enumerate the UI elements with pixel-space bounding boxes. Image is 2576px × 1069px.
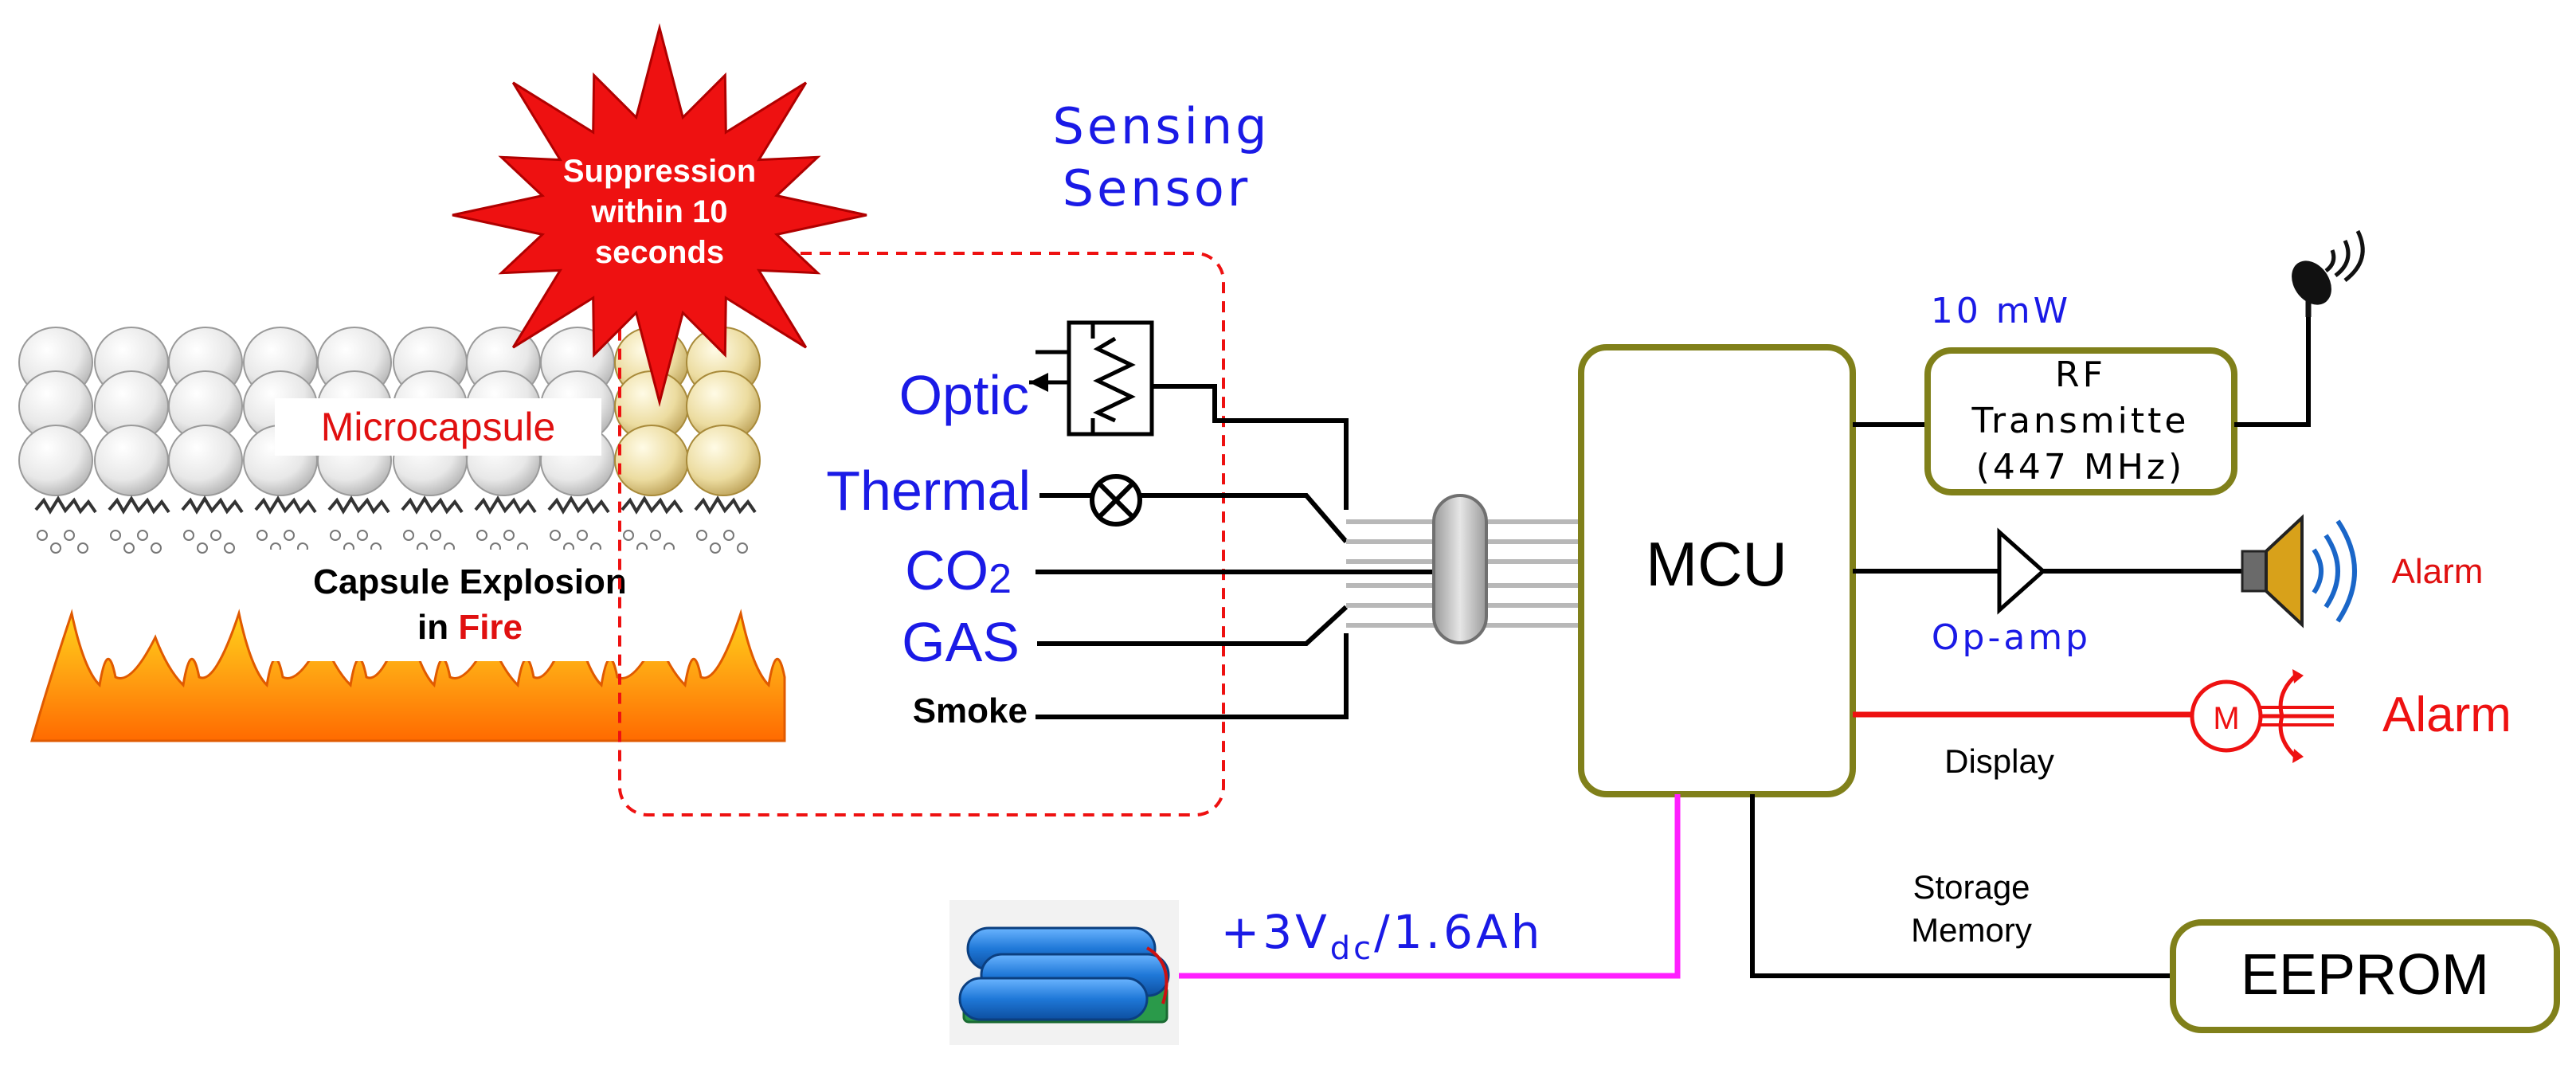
storage-line1: Storage	[1912, 868, 2030, 906]
rf-power-label: 10 mW	[1931, 291, 2071, 331]
opamp-label: Op-amp	[1932, 617, 2091, 658]
battery-power-wire	[1177, 794, 1681, 979]
rf-line1: RF	[2055, 354, 2106, 395]
debris-cluster	[401, 495, 464, 515]
debris-particle	[577, 530, 588, 541]
eeprom-label: EEPROM	[2241, 943, 2489, 1007]
eeprom-block	[2170, 919, 2560, 1033]
debris-cluster	[181, 495, 244, 515]
debris-particle	[123, 542, 135, 554]
battery-label: +3Vdc/1.6Ah	[1221, 905, 1544, 967]
debris-particle	[50, 542, 61, 554]
mcu-eeprom-wire	[1750, 794, 2173, 978]
microcapsule	[18, 425, 93, 496]
motor-label: M	[2213, 701, 2239, 736]
thermal-sensor-symbol	[1039, 474, 1142, 527]
rf-line3: (447 MHz)	[1976, 447, 2185, 488]
debris-particle	[64, 530, 75, 541]
sensing-sensor-region	[618, 252, 1225, 816]
optic-sensor-symbol	[1029, 320, 1154, 437]
debris-particle	[503, 530, 515, 541]
debris-cluster	[254, 495, 317, 515]
debris-particle	[723, 530, 734, 541]
sensor-label-co2: CO2	[905, 539, 1012, 602]
rf-line2: Transmitte	[1971, 401, 2190, 441]
debris-particle	[256, 530, 268, 541]
burst-line3: seconds	[595, 235, 724, 270]
sensor-label-thermal: Thermal	[826, 460, 1031, 522]
microcapsule	[686, 425, 761, 496]
debris-particle	[623, 530, 634, 541]
debris-particle	[210, 530, 221, 541]
debris-particle	[650, 530, 661, 541]
sensor-label-optic: Optic	[899, 364, 1029, 426]
motor-alarm-label: Alarm	[2382, 687, 2511, 742]
microcapsule-label: Microcapsule	[321, 405, 556, 449]
explosion-text-line1: Capsule Explosion	[313, 562, 627, 601]
cable-connector	[1432, 494, 1488, 644]
explosion-text-line2: in Fire	[417, 608, 523, 647]
explosion-text-fire: Fire	[458, 608, 523, 647]
debris-particle	[151, 542, 162, 554]
debris-cluster	[34, 495, 97, 515]
mcu-label: MCU	[1646, 529, 1787, 599]
microcapsule	[168, 425, 243, 496]
debris-particle	[77, 542, 88, 554]
sensing-title-line2: Sensor	[1063, 159, 1251, 217]
debris-particle	[224, 542, 235, 554]
explosion-text-in: in	[417, 608, 448, 647]
debris-particle	[197, 542, 208, 554]
rf-transmitter-block	[1924, 347, 2237, 495]
debris-cluster	[474, 495, 537, 515]
rf-antenna-wire	[2234, 315, 2311, 427]
sensor-wires	[1035, 384, 1442, 719]
debris-particle	[696, 530, 707, 541]
debris-particles	[34, 495, 757, 554]
debris-particle	[137, 530, 148, 541]
motor-alarm-icon: M	[2190, 669, 2334, 763]
debris-cluster	[694, 495, 757, 515]
suppression-burst: Suppression within 10 seconds	[452, 23, 867, 407]
debris-particle	[737, 542, 748, 554]
burst-line1: Suppression	[563, 154, 756, 189]
debris-particle	[37, 530, 48, 541]
debris-particle	[476, 530, 487, 541]
debris-particle	[183, 530, 194, 541]
opamp-symbol	[1997, 527, 2046, 615]
explosion-text-bg	[263, 550, 677, 661]
debris-particle	[357, 530, 368, 541]
debris-cluster	[547, 495, 610, 515]
debris-cluster	[327, 495, 390, 515]
microcapsule	[614, 425, 689, 496]
burst-line2: within 10	[590, 194, 727, 229]
speaker-alarm-label: Alarm	[2392, 552, 2484, 591]
battery-pack-icon	[949, 900, 1179, 1045]
speaker-icon	[2241, 514, 2357, 628]
sensor-label-gas: GAS	[902, 611, 1020, 673]
storage-line2: Memory	[1911, 911, 2032, 949]
display-label: Display	[1944, 742, 2054, 780]
debris-particle	[550, 530, 561, 541]
debris-particle	[284, 530, 295, 541]
debris-particle	[403, 530, 414, 541]
microcapsule	[94, 425, 169, 496]
microcapsule-array	[18, 327, 761, 496]
debris-particle	[710, 542, 721, 554]
debris-particle	[110, 530, 121, 541]
sensing-title-line1: Sensing	[1053, 97, 1270, 155]
debris-particle	[430, 530, 441, 541]
debris-cluster	[621, 495, 683, 515]
microcapsule-label-bg	[275, 398, 601, 456]
debris-cluster	[108, 495, 170, 515]
sensor-label-smoke: Smoke	[913, 691, 1028, 730]
satellite-dish-icon	[2292, 229, 2365, 317]
debris-particle	[330, 530, 341, 541]
